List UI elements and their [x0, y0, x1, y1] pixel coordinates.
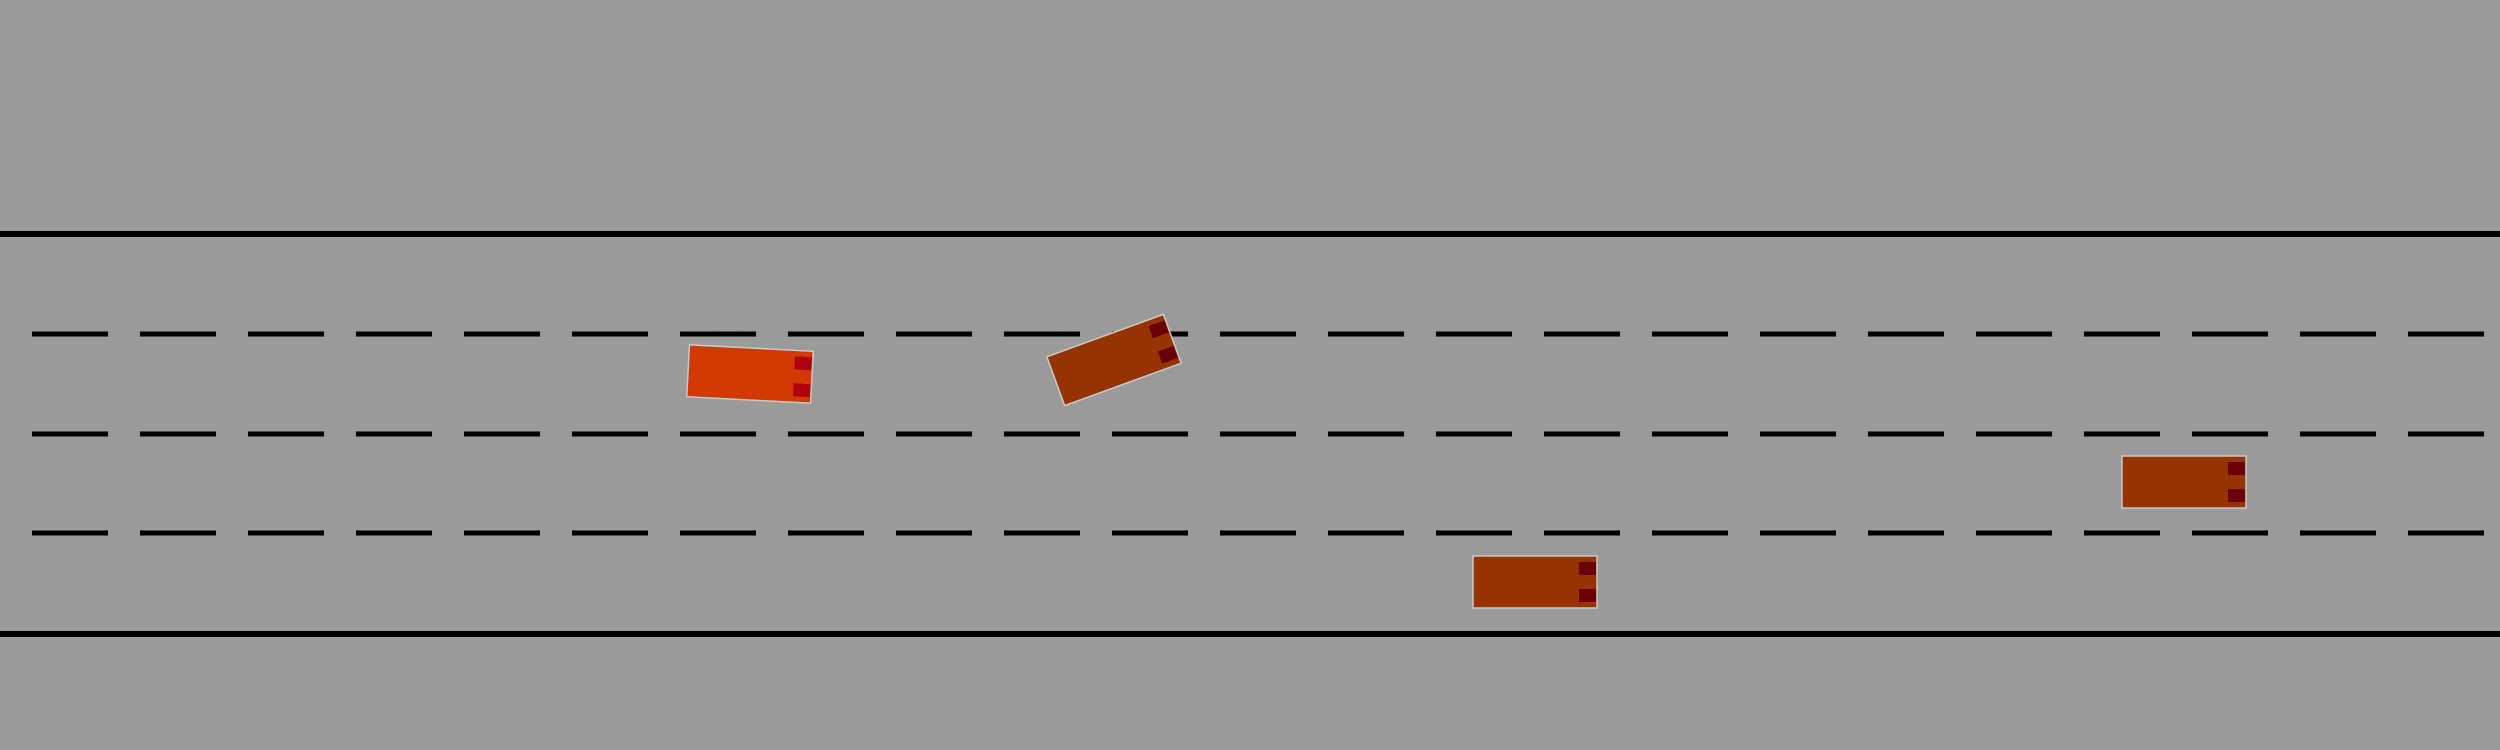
car-icon [2121, 455, 2247, 509]
tail-light-right [1579, 589, 1596, 602]
vehicle-2 [1045, 313, 1183, 407]
tail-light-right [2228, 489, 2245, 502]
tail-light-left [1579, 562, 1596, 575]
ego-vehicle [685, 344, 815, 404]
vehicle-4 [1472, 555, 1598, 609]
vehicle-3 [2121, 455, 2247, 509]
tail-light-left [2228, 462, 2245, 475]
car-icon [1472, 555, 1598, 609]
tail-light-left [1148, 320, 1169, 339]
car-icon [1045, 313, 1183, 407]
car-icon [685, 344, 815, 404]
tail-light-right [792, 383, 811, 398]
tail-light-right [1157, 345, 1179, 364]
tail-light-left [794, 356, 812, 371]
